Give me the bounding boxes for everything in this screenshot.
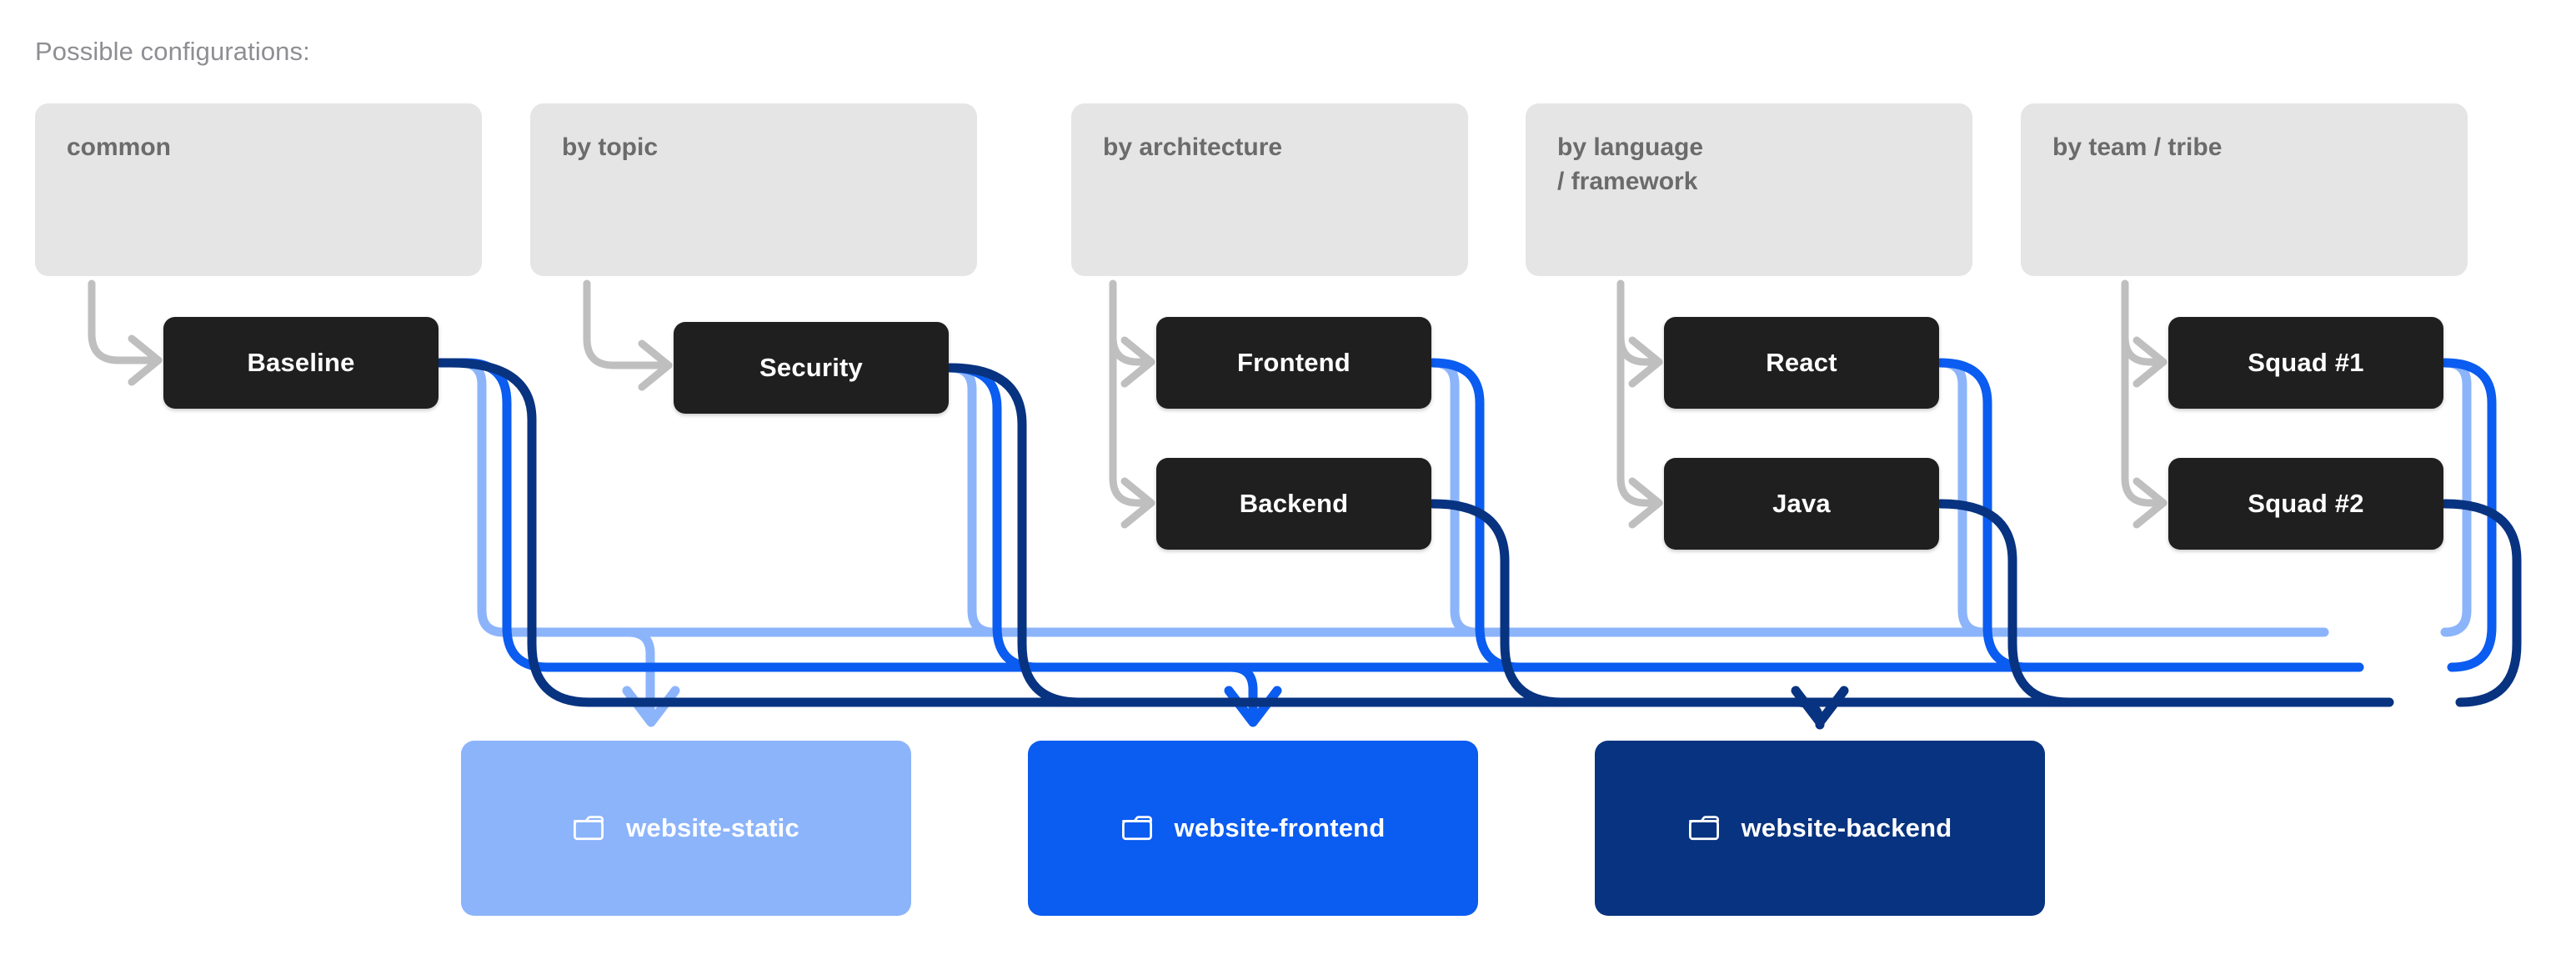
config-card-by-language-framework[interactable]: by language / framework [1526, 103, 1972, 276]
node-react[interactable]: React [1664, 317, 1939, 409]
repo-label: website-backend [1741, 813, 1952, 842]
node-java[interactable]: Java [1664, 458, 1939, 550]
config-card-label: by architecture [1103, 133, 1283, 161]
node-squad-2[interactable]: Squad #2 [2168, 458, 2443, 550]
node-backend[interactable]: Backend [1156, 458, 1431, 550]
node-label: Squad #1 [2248, 348, 2364, 377]
node-label: Squad #2 [2248, 489, 2364, 518]
page-caption: Possible configurations: [35, 37, 310, 66]
node-security[interactable]: Security [674, 322, 949, 414]
folder-icon [1121, 815, 1153, 842]
node-label: Security [759, 353, 863, 382]
config-card-by-architecture[interactable]: by architecture [1071, 103, 1468, 276]
config-card-common[interactable]: common [35, 103, 482, 276]
repo-label: website-frontend [1174, 813, 1386, 842]
node-baseline[interactable]: Baseline [163, 317, 439, 409]
node-squad-1[interactable]: Squad #1 [2168, 317, 2443, 409]
repo-card-website-frontend[interactable]: website-frontend [1028, 741, 1478, 916]
folder-icon [1688, 815, 1720, 842]
config-card-by-team-tribe[interactable]: by team / tribe [2021, 103, 2468, 276]
config-card-label: common [67, 133, 172, 161]
config-card-label: by topic [562, 133, 659, 161]
config-card-by-topic[interactable]: by topic [530, 103, 977, 276]
config-card-label: by team / tribe [2052, 133, 2223, 161]
folder-icon [573, 815, 604, 842]
repo-card-website-static[interactable]: website-static [461, 741, 911, 916]
node-label: Baseline [247, 348, 355, 377]
config-card-label: by language / framework [1557, 133, 1704, 196]
repo-card-website-backend[interactable]: website-backend [1595, 741, 2045, 916]
node-frontend[interactable]: Frontend [1156, 317, 1431, 409]
node-label: Backend [1239, 489, 1349, 518]
node-label: Frontend [1237, 348, 1351, 377]
node-label: Java [1772, 489, 1831, 518]
wires-website-static [435, 358, 2472, 727]
repo-label: website-static [626, 813, 799, 842]
node-label: React [1766, 348, 1837, 377]
